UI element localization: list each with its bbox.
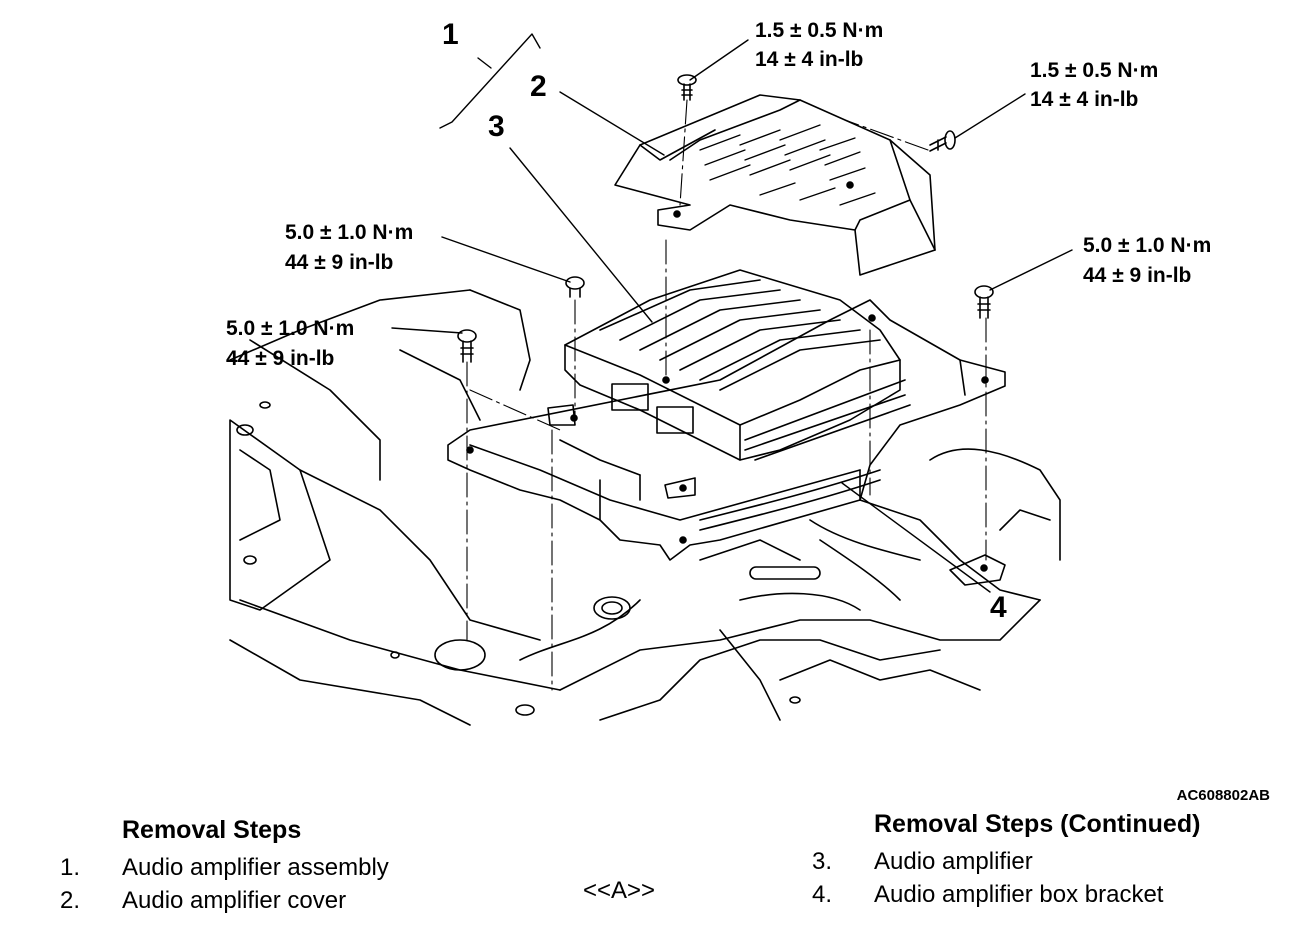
bolts [457,74,994,363]
step-number: 1. [60,853,81,881]
step-label: Audio amplifier cover [122,886,347,914]
step-label: Audio amplifier box bracket [874,880,1164,908]
bolt-amp-lower [457,329,477,363]
note-reference: <<A>> [583,877,656,904]
torque-amp-lower-inlb: 44 ± 9 in-lb [226,347,334,370]
torque-amp-lower-nm: 5.0 ± 1.0 N·m [226,317,354,340]
bolt-cover-top [677,74,697,101]
step-number: 3. [812,847,833,875]
torque-bracket-right-inlb: 44 ± 9 in-lb [1083,264,1191,287]
bolt-cover-right [929,130,956,152]
removal-step: 2. Audio amplifier cover [60,884,389,917]
bolt-bracket-right [974,285,994,319]
torque-cover-top-inlb: 14 ± 4 in-lb [755,48,863,71]
torque-cover-right-inlb: 14 ± 4 in-lb [1030,88,1138,111]
callout-4: 4 [990,591,1007,624]
callout-2: 2 [530,70,547,103]
removal-step: 4. Audio amplifier box bracket [812,878,1200,911]
audio-amplifier-cover [614,94,936,276]
amplifier-box-bracket [447,299,1006,586]
torque-bracket-right-nm: 5.0 ± 1.0 N·m [1083,234,1211,257]
leader-lines [391,33,1073,593]
audio-amplifier [547,269,911,499]
removal-steps-title: Removal Steps [122,816,302,844]
removal-steps-continued-title: Removal Steps (Continued) [874,810,1201,838]
figure-code: AC608802AB [1177,787,1271,804]
torque-cover-top-nm: 1.5 ± 0.5 N·m [755,19,883,42]
bolt-amp-upper [565,276,585,298]
step-number: 4. [812,880,833,908]
callout-1: 1 [442,18,459,51]
torque-amp-upper-inlb: 44 ± 9 in-lb [285,251,393,274]
alignment-lines [466,99,987,691]
removal-steps: Removal Steps 1. Audio amplifier assembl… [60,816,389,917]
removal-step: 3. Audio amplifier [812,845,1200,878]
step-label: Audio amplifier [874,847,1033,875]
torque-cover-right-nm: 1.5 ± 0.5 N·m [1030,59,1158,82]
removal-steps-continued: Removal Steps (Continued) 3. Audio ampli… [812,810,1200,911]
floor-pan [229,289,1061,726]
step-label: Audio amplifier assembly [122,853,389,881]
step-number: 2. [60,886,81,914]
torque-amp-upper-nm: 5.0 ± 1.0 N·m [285,221,413,244]
removal-step: 1. Audio amplifier assembly [60,851,389,884]
callout-3: 3 [488,110,505,143]
